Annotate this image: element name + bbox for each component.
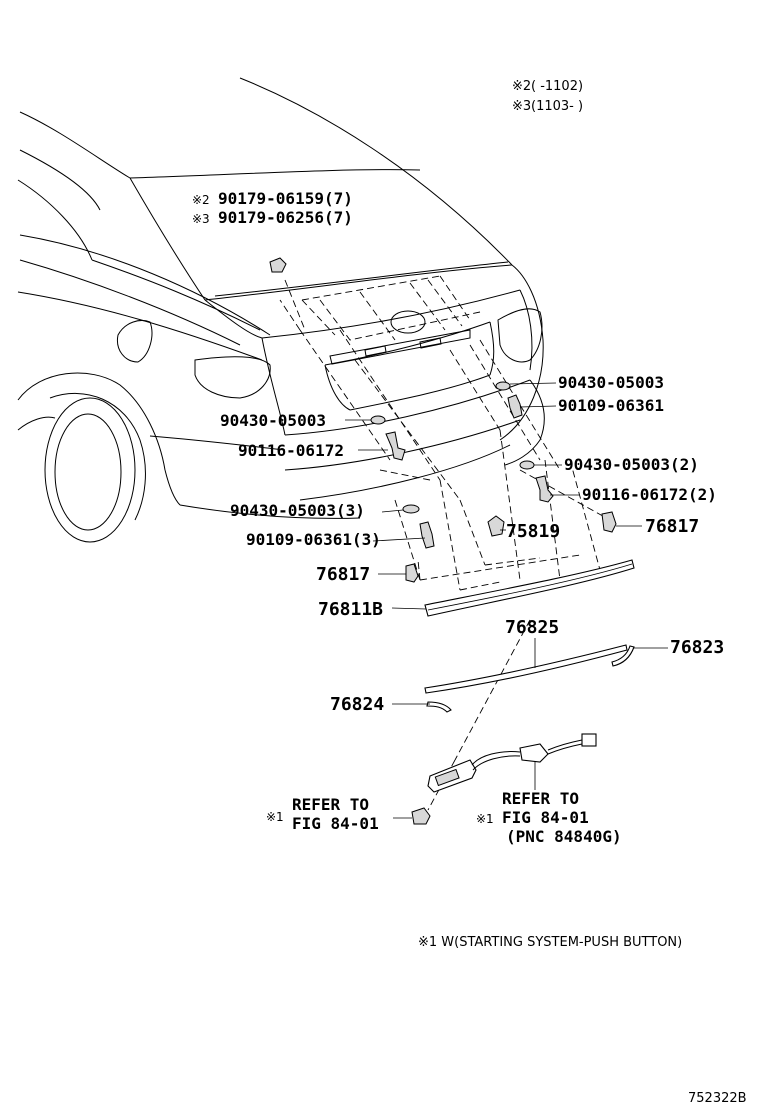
callout-labels: ※2 90179-06159(7) ※3 90179-06256(7) 9043… xyxy=(192,189,724,846)
label-bracket-right: 76817 xyxy=(645,516,699,537)
refer-left-line1: REFER TO xyxy=(292,795,369,814)
seal-left-part xyxy=(426,701,452,713)
label-bracket-left: 76817 xyxy=(316,564,370,585)
label-washer-left-1: 90430-05003 xyxy=(220,411,326,430)
label-seal-right: 76823 xyxy=(670,637,724,658)
refer-left-mark: ※1 xyxy=(266,810,284,824)
seal-part xyxy=(424,644,628,694)
clip-top-mark-2: ※2 xyxy=(192,193,210,207)
applicability-range-2: ( -1102) xyxy=(531,79,583,94)
refer-left-line2: FIG 84-01 xyxy=(292,814,379,833)
label-washer-right-1: 90430-05003 xyxy=(558,373,664,392)
label-screw-left-3: 90109-06361(3) xyxy=(246,530,381,549)
refer-right-line1: REFER TO xyxy=(502,789,579,808)
switch-assembly xyxy=(411,733,597,825)
clip-top-mark-3: ※3 xyxy=(192,212,210,226)
clip-top-code-3: 90179-06256(7) xyxy=(218,208,353,227)
applicability-mark-2: ※2 xyxy=(512,79,531,94)
applicability-range-3: (1103- ) xyxy=(531,99,583,114)
car-body-outline xyxy=(17,77,545,543)
label-clip-center: 75819 xyxy=(506,521,560,542)
label-seal-left: 76824 xyxy=(330,694,384,715)
label-garnish: 76811B xyxy=(318,599,383,620)
label-bolt-left: 90116-06172 xyxy=(238,441,344,460)
applicability-notes: ※2 ( -1102) ※3 (1103- ) xyxy=(512,79,583,114)
seal-right-part xyxy=(611,645,635,667)
label-washer-left-3: 90430-05003(3) xyxy=(230,501,365,520)
fasteners xyxy=(269,257,617,583)
clip-top-code-2: 90179-06159(7) xyxy=(218,189,353,208)
label-screw-right-1: 90109-06361 xyxy=(558,396,664,415)
refer-right-mark: ※1 xyxy=(476,812,494,826)
leader-lines xyxy=(345,382,668,819)
refer-right-line3: (PNC 84840G) xyxy=(506,827,622,846)
applicability-mark-3: ※3 xyxy=(512,99,531,114)
garnish-part xyxy=(424,559,635,617)
label-seal: 76825 xyxy=(505,617,559,638)
label-bolt-right: 90116-06172(2) xyxy=(582,485,717,504)
figure-id: 752322B xyxy=(688,1091,747,1106)
refer-right-line2: FIG 84-01 xyxy=(502,808,589,827)
footnote: ※1 W(STARTING SYSTEM-PUSH BUTTON) xyxy=(418,935,682,950)
label-washer-right-2: 90430-05003(2) xyxy=(564,455,699,474)
